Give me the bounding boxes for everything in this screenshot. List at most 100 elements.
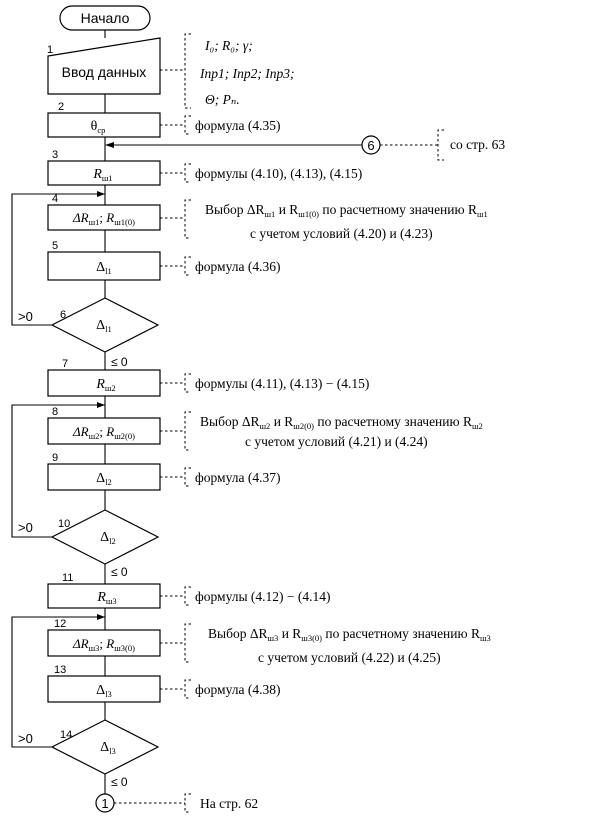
svg-text:Δl3: Δl3 bbox=[100, 740, 116, 756]
block-number: 10 bbox=[58, 518, 70, 530]
loop-back-line-1 bbox=[11, 193, 105, 326]
r0-symbol: R bbox=[105, 210, 114, 225]
block-number: 8 bbox=[52, 406, 58, 418]
delta-r-subscript: ш2 bbox=[89, 431, 100, 441]
process-block-delta-rsh1: 4 ΔRш1; Rш1(0) bbox=[47, 193, 161, 231]
r-subscript: ш2 bbox=[105, 383, 116, 393]
off-page-connector-end: 1 bbox=[95, 793, 115, 813]
block-number: 1 bbox=[47, 44, 53, 56]
process-block-delta-rsh3: 12 ΔRш3; Rш3(0) bbox=[47, 618, 161, 657]
delta-symbol: Δ bbox=[96, 683, 105, 698]
delta-r-subscript: ш1 bbox=[89, 217, 100, 227]
process-block-delta-l3: 13 Δl3 bbox=[47, 664, 161, 703]
comment-block-4-line-2: с учетом условий (4.20) и (4.23) bbox=[250, 226, 433, 241]
delta-symbol: Δ bbox=[96, 318, 105, 333]
r0-subscript: ш2(0) bbox=[114, 431, 135, 441]
loop-arrow-2 bbox=[97, 402, 105, 408]
delta-subscript: l2 bbox=[105, 477, 112, 487]
comment-block-12-line-1: Выбор ΔRш3 и Rш3(0) по расчетному значен… bbox=[208, 626, 491, 643]
process-block-rsh2: 7 Rш2 bbox=[47, 358, 161, 397]
svg-text:ΔRш2; Rш2(0): ΔRш2; Rш2(0) bbox=[72, 424, 135, 441]
condition-le-zero: ≤ 0 bbox=[111, 355, 128, 369]
svg-text:θср: θср bbox=[91, 119, 106, 135]
block-number: 6 bbox=[60, 309, 66, 321]
comment-formulas-block-7: формулы (4.11), (4.13) − (4.15) bbox=[195, 376, 369, 391]
condition-gt-zero: >0 bbox=[18, 309, 33, 324]
comment-formulas-block-11: формулы (4.12) − (4.14) bbox=[195, 589, 331, 604]
svg-text:Δl1: Δl1 bbox=[96, 260, 112, 276]
svg-text:Rш2: Rш2 bbox=[95, 377, 115, 393]
theta-symbol: θ bbox=[91, 119, 98, 134]
off-page-connector-in: 6 со стр. 63 bbox=[105, 129, 505, 161]
r0-symbol: R bbox=[105, 424, 114, 439]
r-symbol: R bbox=[92, 167, 102, 182]
block-number: 9 bbox=[52, 452, 58, 464]
delta-r-symbol: ΔR bbox=[72, 424, 89, 439]
block-number: 12 bbox=[54, 618, 66, 630]
svg-text:Rш1: Rш1 bbox=[92, 167, 112, 183]
connector-number: 1 bbox=[101, 796, 108, 811]
input-block: 1 Ввод данных bbox=[47, 37, 161, 95]
condition-gt-zero: >0 bbox=[18, 520, 33, 535]
svg-text:ΔRш1; Rш1(0): ΔRш1; Rш1(0) bbox=[72, 210, 135, 227]
comment-block-8-line-2: с учетом условий (4.21) и (4.24) bbox=[245, 434, 428, 449]
delta-symbol: Δ bbox=[96, 471, 105, 486]
decision-block-delta-l3: 14 Δl3 >0 ≤ 0 bbox=[18, 719, 160, 789]
process-block-rsh3: 11 Rш3 bbox=[47, 572, 161, 609]
block-number: 11 bbox=[62, 572, 73, 584]
delta-r-subscript: ш3 bbox=[89, 643, 100, 653]
r-subscript: ш1 bbox=[102, 173, 113, 183]
delta-subscript: l3 bbox=[105, 689, 112, 699]
block-number: 3 bbox=[52, 149, 58, 161]
connector-number: 6 bbox=[367, 138, 374, 153]
r-subscript: ш3 bbox=[106, 596, 117, 606]
loop-arrow-3 bbox=[97, 614, 105, 620]
comment-leaders bbox=[114, 33, 191, 813]
r-symbol: R bbox=[95, 377, 105, 392]
comment-continue-page: На стр. 62 bbox=[200, 796, 258, 811]
block-number: 5 bbox=[52, 240, 58, 252]
process-block-delta-rsh2: 8 ΔRш2; Rш2(0) bbox=[47, 406, 161, 445]
block-number: 13 bbox=[54, 664, 66, 676]
decision-block-delta-l2: 10 Δl2 >0 ≤ 0 bbox=[18, 509, 160, 579]
condition-le-zero: ≤ 0 bbox=[111, 565, 128, 579]
input-label: Ввод данных bbox=[62, 64, 147, 80]
comment-formula-4-36: формула (4.36) bbox=[195, 259, 280, 274]
comment-block-12-line-2: с учетом условий (4.22) и (4.25) bbox=[258, 650, 441, 665]
block-number: 7 bbox=[62, 358, 68, 370]
r0-symbol: R bbox=[105, 636, 114, 651]
start-label: Начало bbox=[81, 10, 130, 26]
loop-back-line-2 bbox=[11, 404, 105, 538]
delta-symbol: Δ bbox=[96, 260, 105, 275]
comment-formula-4-35: формула (4.35) bbox=[195, 118, 280, 133]
decision-block-delta-l1: 6 Δl1 >0 ≤ 0 bbox=[18, 297, 160, 369]
connector-reference: со стр. 63 bbox=[450, 137, 505, 152]
svg-text:Δl2: Δl2 bbox=[100, 530, 116, 546]
process-block-theta: 2 θср bbox=[47, 101, 161, 138]
delta-subscript: l1 bbox=[105, 324, 112, 334]
svg-text:Rш3: Rш3 bbox=[96, 590, 116, 606]
process-block-rsh1: 3 Rш1 bbox=[47, 149, 161, 186]
process-block-delta-l2: 9 Δl2 bbox=[47, 452, 161, 491]
r0-subscript: ш1(0) bbox=[114, 217, 135, 227]
condition-gt-zero: >0 bbox=[18, 731, 33, 746]
comment-block-8-line-1: Выбор ΔRш2 и Rш2(0) по расчетному значен… bbox=[200, 414, 483, 431]
svg-text:Δl2: Δl2 bbox=[96, 471, 112, 487]
comment-formulas-block-3: формулы (4.10), (4.13), (4.15) bbox=[195, 166, 362, 181]
comment-formula-4-38: формула (4.38) bbox=[195, 682, 280, 697]
delta-subscript: l3 bbox=[109, 746, 116, 756]
block-number: 4 bbox=[52, 193, 58, 205]
delta-symbol: Δ bbox=[100, 530, 109, 545]
input-comment-line-1: I₀; R₀; γ; bbox=[204, 38, 253, 53]
input-comment-line-2: Iпр1; Iпр2; Iпр3; bbox=[199, 66, 294, 81]
delta-subscript: l2 bbox=[109, 536, 116, 546]
delta-subscript: l1 bbox=[105, 266, 112, 276]
r0-subscript: ш3(0) bbox=[114, 643, 135, 653]
comment-formula-4-37: формула (4.37) bbox=[195, 470, 280, 485]
input-comment-line-3: Θ; Pₙ. bbox=[205, 92, 240, 107]
svg-text:Δl1: Δl1 bbox=[96, 318, 112, 334]
condition-le-zero: ≤ 0 bbox=[111, 775, 128, 789]
svg-text:Δl3: Δl3 bbox=[96, 683, 112, 699]
delta-r-symbol: ΔR bbox=[72, 636, 89, 651]
